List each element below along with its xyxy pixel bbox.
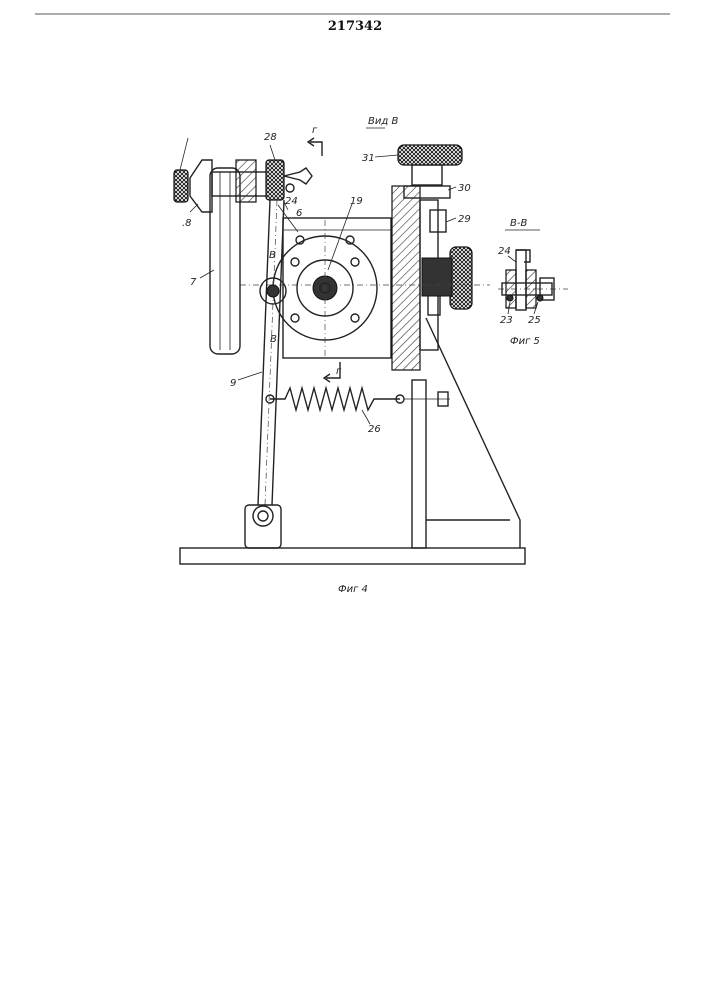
shaft-hub-hatched (236, 160, 256, 202)
bolt-hole (291, 314, 299, 322)
leader-31 (375, 155, 398, 157)
lever-24-section (516, 250, 526, 310)
hinge-eye (253, 506, 273, 526)
label-19: 19 (350, 196, 363, 207)
knob-small-left (174, 170, 188, 202)
knob-31 (398, 145, 462, 165)
vertical-guide-hatched (392, 186, 420, 370)
label-30: 30 (458, 183, 471, 194)
small-pin (286, 184, 294, 192)
side-knob (450, 247, 472, 309)
label-9: 9 (230, 378, 236, 389)
label-section-bb: В-В (510, 218, 527, 229)
leader-28 (270, 145, 275, 160)
leader-8 (190, 204, 198, 212)
label-section-b-top: В (269, 250, 276, 261)
label-31: 31 (362, 153, 375, 164)
base-plate (180, 548, 525, 564)
label-26: 26 (368, 424, 381, 435)
label-6: 6 (296, 208, 302, 219)
lever-arm-9-left (258, 200, 270, 505)
label-section-g-bottom: г (336, 366, 342, 377)
fig5-label-23: 23 (500, 315, 513, 326)
fig5-label-24: 24 (498, 246, 511, 257)
lever-centerline (265, 200, 277, 505)
pin-23 (507, 295, 513, 301)
washer-left (506, 270, 516, 308)
side-knob-shaft (422, 258, 452, 296)
figure-4-caption: Фиг 4 (338, 584, 368, 595)
leader-29 (446, 218, 456, 222)
vertical-post (412, 380, 426, 548)
diagonal-brace (426, 318, 520, 548)
label-24: 24 (285, 196, 298, 207)
lever-arm-9-right (272, 200, 284, 505)
leader-top-knob (180, 138, 188, 170)
fig5-label-25: 25 (528, 315, 541, 326)
label-8: .8 (182, 218, 192, 229)
bolt-hole (351, 258, 359, 266)
pin-25 (537, 295, 543, 301)
spring-26 (270, 388, 400, 410)
knob-neck (412, 165, 442, 185)
label-7: 7 (190, 277, 197, 288)
leader-9 (238, 372, 262, 380)
leader-7 (200, 270, 214, 278)
leader-26 (362, 410, 370, 424)
figure-5-caption: Фиг 5 (510, 336, 540, 347)
label-section-b-bottom: В (270, 334, 277, 345)
wing-screw (284, 168, 312, 184)
roller-center (267, 285, 279, 297)
patent-number: 217342 (328, 19, 382, 34)
wheel-28 (266, 160, 284, 200)
figure-5: В-В 24 23 25 Фиг 5 (498, 218, 568, 347)
hinge-pin (258, 511, 268, 521)
label-29: 29 (458, 214, 471, 225)
pulley-8 (190, 160, 212, 212)
label-28: 28 (264, 132, 277, 143)
leader-30 (448, 187, 456, 190)
washer-right (526, 270, 536, 308)
bolt-hole (291, 258, 299, 266)
bolt-hole (351, 314, 359, 322)
lever-24-profile (516, 250, 530, 262)
label-view-b: Вид В (368, 116, 398, 127)
label-section-g-top: г (312, 125, 318, 136)
figure-4: 28 г Вид В 31 30 29 24 6 19 В В .8 7 9 г… (174, 116, 525, 595)
